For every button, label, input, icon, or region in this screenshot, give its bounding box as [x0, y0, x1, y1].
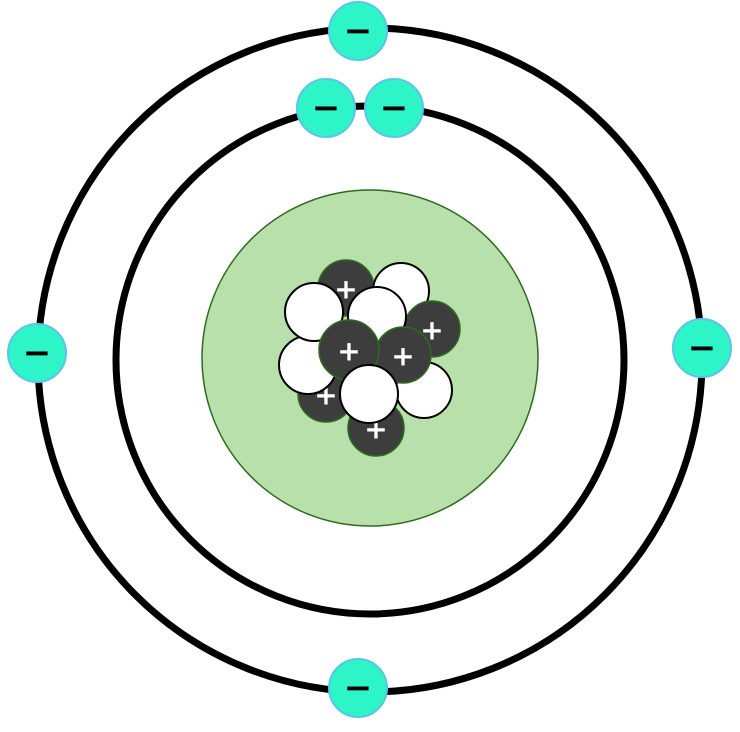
outer-shell-electron: −: [7, 323, 67, 383]
inner-shell-electron: −: [364, 78, 424, 138]
electron-minus-sign: −: [23, 333, 52, 373]
electron-minus-sign: −: [380, 88, 409, 128]
electron-minus-sign: −: [344, 11, 373, 51]
outer-shell-electron: −: [672, 318, 732, 378]
electron-body: [364, 78, 424, 138]
electron-body: [328, 658, 388, 718]
electrons: −−−−−−: [7, 1, 732, 718]
neutron: [284, 282, 344, 342]
electron-minus-sign: −: [344, 668, 373, 708]
electron-body: [7, 323, 67, 383]
electron-minus-sign: −: [688, 328, 717, 368]
electron-minus-sign: −: [312, 88, 341, 128]
proton-plus-sign: +: [337, 335, 360, 368]
electron-body: [296, 78, 356, 138]
proton-plus-sign: +: [334, 273, 357, 306]
electron-body: [328, 1, 388, 61]
nucleus-particles: ++++++: [278, 259, 461, 457]
proton-plus-sign: +: [391, 340, 414, 373]
outer-shell-electron: −: [328, 1, 388, 61]
neutron: [339, 364, 399, 424]
electron-body: [672, 318, 732, 378]
outer-shell-electron: −: [328, 658, 388, 718]
inner-shell-electron: −: [296, 78, 356, 138]
